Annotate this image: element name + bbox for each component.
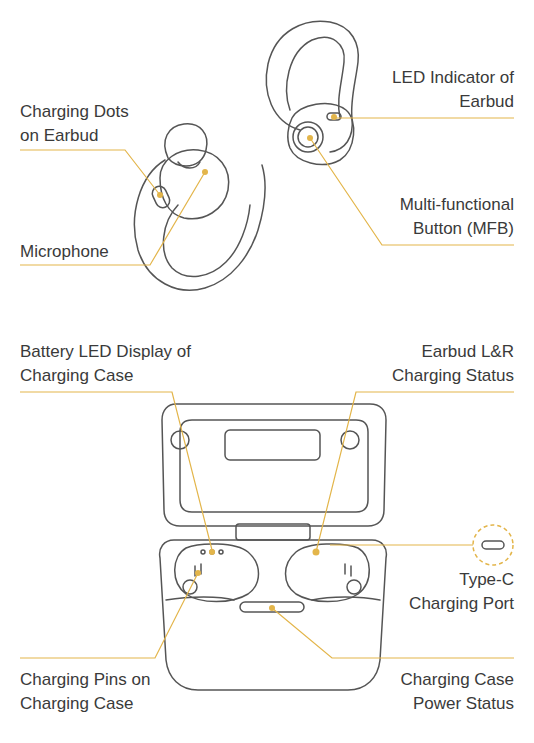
battery-led xyxy=(219,550,223,554)
part-label: Charging Dots on Earbud xyxy=(20,100,146,148)
callout-dot xyxy=(313,549,320,556)
case-lid-inner xyxy=(180,420,368,512)
case-magnet xyxy=(347,580,361,594)
ear-hook xyxy=(134,160,264,290)
earbud-cavity xyxy=(286,544,370,602)
ear-tip-stem xyxy=(178,162,200,168)
battery-led xyxy=(210,550,214,554)
charging-pin xyxy=(344,564,346,574)
part-label: Type-C Charging Port xyxy=(394,568,514,616)
leader-line xyxy=(20,150,160,195)
callout-dot xyxy=(307,135,313,141)
callout-dot xyxy=(209,549,215,555)
part-label: Charging Case Power Status xyxy=(374,668,514,716)
led-window xyxy=(327,113,341,120)
leader-line xyxy=(310,138,514,245)
callout-dot xyxy=(202,169,208,175)
earbud-body xyxy=(288,104,354,165)
part-label: Multi-functional Button (MFB) xyxy=(364,193,514,241)
callout-dot xyxy=(269,605,275,611)
hinge xyxy=(236,524,310,540)
type-c-port xyxy=(482,541,504,549)
leader-line xyxy=(330,544,473,545)
button-outer xyxy=(293,122,323,152)
callout-dot xyxy=(195,570,201,576)
leader-line xyxy=(20,172,205,265)
button-inner xyxy=(298,127,318,147)
case-base xyxy=(160,540,387,690)
charging-dots-plate xyxy=(150,184,172,210)
leader-line xyxy=(272,608,514,658)
leader-line xyxy=(20,392,212,550)
case-lid xyxy=(162,404,386,526)
charging-pin xyxy=(350,566,352,576)
leader-line xyxy=(334,117,514,118)
ear-hook-inner xyxy=(287,37,345,118)
part-label: Charging Pins on Charging Case xyxy=(20,668,160,716)
callout-dot xyxy=(331,114,337,120)
ear-tip xyxy=(165,124,207,166)
leader-line xyxy=(20,573,198,658)
lid-recess xyxy=(225,430,320,460)
leader-line xyxy=(316,392,514,552)
callout-dot xyxy=(157,192,163,198)
part-label: LED Indicator of Earbud xyxy=(384,66,514,114)
type-c-callout xyxy=(473,525,513,565)
case-magnet xyxy=(183,580,197,594)
part-label: Battery LED Display of Charging Case xyxy=(20,340,192,388)
part-label: Earbud L&R Charging Status xyxy=(374,340,514,388)
power-status-slot xyxy=(240,602,304,612)
battery-led xyxy=(201,550,205,554)
part-label: Microphone xyxy=(20,240,180,264)
ear-hook xyxy=(266,21,358,152)
